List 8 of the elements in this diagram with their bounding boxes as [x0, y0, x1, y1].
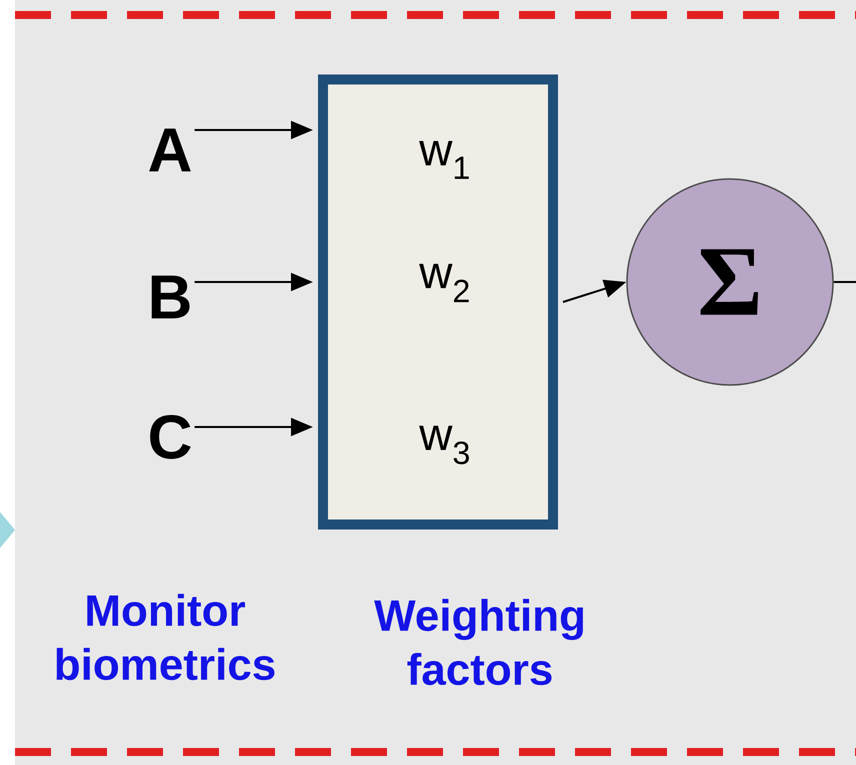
weight-label: w$_{3}$ [419, 426, 469, 464]
caption-label: Monitor biometrics [56, 594, 274, 680]
input-letter: B [152, 276, 190, 318]
weight-label: w$_{2}$ [419, 264, 469, 302]
input-letter: C [150, 415, 191, 459]
caption-label: Weighting factors [374, 598, 583, 686]
weight-label: w$_{1}$ [419, 141, 469, 179]
input-letter: A [149, 128, 191, 172]
